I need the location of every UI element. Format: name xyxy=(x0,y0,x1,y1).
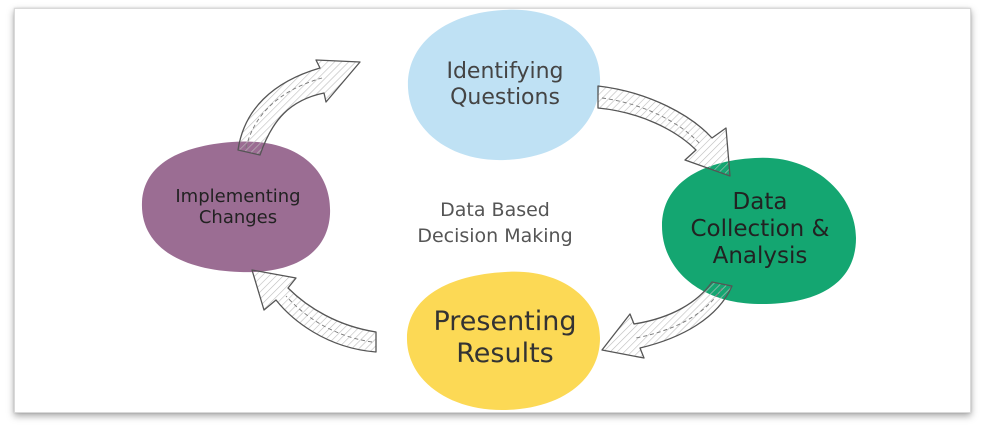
arrow-presenting-to-implementing xyxy=(251,269,377,353)
arrow-data-to-presenting xyxy=(601,281,733,359)
implementing-line2: Changes xyxy=(198,207,278,229)
data-line3: Analysis xyxy=(712,242,808,269)
arrow-identifying-to-data xyxy=(597,85,731,177)
identifying-line2: Questions xyxy=(450,84,560,110)
center-line2: Decision Making xyxy=(417,224,573,247)
presenting-line1: Presenting xyxy=(433,306,577,337)
identifying-questions-label: Identifying Questions xyxy=(420,59,590,110)
arrow-implementing-to-identifying xyxy=(237,59,361,156)
implementing-changes-node xyxy=(141,141,331,273)
implementing-line1: Implementing xyxy=(175,186,301,207)
implementing-changes-label: Implementing Changes xyxy=(143,186,333,228)
data-line1: Data xyxy=(732,189,788,215)
data-collection-label: Data Collection & Analysis xyxy=(660,189,860,270)
presenting-results-label: Presenting Results xyxy=(410,306,600,369)
center-line1: Data Based xyxy=(440,199,550,221)
identifying-questions-node xyxy=(407,9,601,161)
center-title: Data Based Decision Making xyxy=(405,198,585,249)
presenting-results-node xyxy=(406,271,600,410)
data-collection-node xyxy=(662,157,856,305)
identifying-line1: Identifying xyxy=(446,59,564,84)
data-line2: Collection & xyxy=(690,215,830,242)
presenting-line2: Results xyxy=(456,337,554,369)
